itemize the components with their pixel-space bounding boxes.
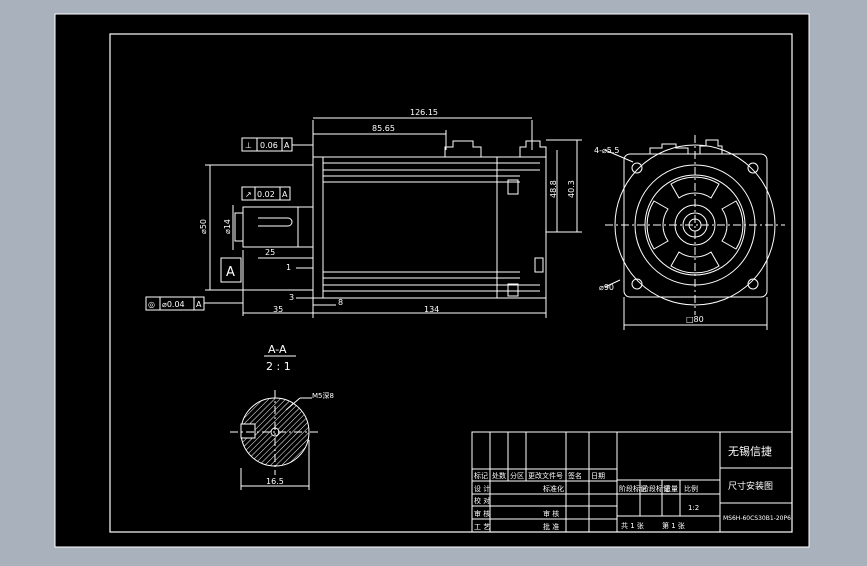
side-view [145,117,582,318]
tb-ratio: 1:2 [688,504,699,512]
tb-header-zone: 分区 [510,471,524,480]
bolt-circle [614,144,776,306]
tb-header-count: 处数 [492,471,506,480]
datum-label: A [226,265,235,280]
tb-header-doc: 更改文件号 [528,471,563,480]
perp-datum: A [284,141,290,150]
tb-stage-2: 阶段标记 [642,484,670,493]
dim-total-length: 126.15 [410,108,438,117]
tb-drawing-no: MS6H-60CS30B1-20P6 [723,515,791,522]
tb-row-process: 工 艺 [474,523,490,531]
dim-height-48: 48.8 [549,180,558,198]
tb-row-design: 设 计 [474,484,490,493]
tb-scale-label: 比例 [684,484,698,493]
tb-approve2: 审 核 [543,509,559,518]
front-view-labels: 4-⌀5.5 ⌀90 □80 [594,146,704,324]
concentric-symbol: ◎ [148,300,155,309]
datum-box [220,257,242,283]
section-note: M5深8 [312,391,334,400]
dim-square: □80 [686,315,704,324]
section-scale: 2 : 1 [266,360,291,373]
dim-section-width: 16.5 [266,477,284,486]
perp-value: 0.06 [260,141,278,150]
runout-value: 0.02 [257,190,275,199]
dim-flange-3: 3 [289,293,294,302]
tb-company: 无锡信捷 [728,444,772,458]
tb-sheet-no: 第 1 张 [662,521,685,530]
tb-header-sign: 签名 [568,471,582,480]
drawing-frame [109,33,793,533]
tb-stage: 阶段标记 [619,484,647,493]
tb-header-mark: 标记 [474,471,488,480]
dim-holes: 4-⌀5.5 [594,146,620,155]
dim-shaft-dia: ⌀14 [223,219,232,234]
tb-row-check: 校 对 [474,496,490,505]
title-block-text: 标记 处数 分区 更改文件号 签名 日期 设 计 校 对 审 核 工 艺 标准化… [474,444,791,531]
concentric-value: ⌀0.04 [162,300,185,309]
dim-left-35: 35 [273,305,283,314]
dim-shaft-1: 1 [286,263,291,272]
dim-height-40: 40.3 [567,180,576,198]
tb-row-review: 审 核 [474,509,490,518]
tb-header-date: 日期 [591,472,605,480]
section-title: A-A [268,343,287,356]
tb-approve: 批 准 [543,522,559,531]
dim-pilot-dia: ⌀50 [199,219,208,234]
tb-weight: 重量 [664,485,678,493]
section-view: A-A 2 : 1 16.5 M5深8 [230,343,334,490]
tb-sheets: 共 1 张 [621,521,644,530]
concentric-datum: A [196,300,202,309]
tb-drawing-title: 尺寸安装图 [728,480,773,492]
dim-bolt-circle: ⌀90 [599,283,614,292]
tb-std: 标准化 [543,484,564,493]
perp-symbol: ⊥ [245,141,252,150]
runout-datum: A [282,190,288,199]
dim-shaft-25: 25 [265,248,275,257]
sheet-border [54,13,810,548]
dim-flange-8: 8 [338,298,343,307]
dim-body-length: 85.65 [372,124,395,133]
dim-body-134: 134 [424,305,439,314]
runout-symbol: ↗ [245,190,252,199]
side-view-labels: 126.15 85.65 48.8 40.3 25 1 3 8 35 134 ⌀… [148,108,576,314]
title-block [471,431,793,533]
front-view [604,135,785,330]
